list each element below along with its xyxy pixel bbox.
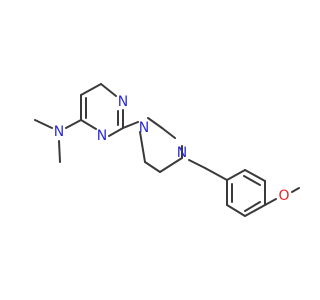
bond [108, 127, 124, 137]
bond [244, 204, 266, 217]
atom-n-pyrimidine-bottom: N [97, 128, 107, 144]
bond [58, 140, 61, 163]
molecule-structure: N N N N N O [34, 83, 300, 217]
bond [243, 175, 261, 186]
bond [264, 198, 277, 206]
bond [161, 127, 176, 139]
bond [122, 121, 139, 129]
bond [147, 117, 163, 129]
bond [159, 157, 183, 173]
bond [139, 131, 146, 163]
bond [291, 187, 300, 193]
bond [244, 201, 261, 212]
bond [204, 167, 228, 181]
bond [188, 159, 206, 169]
bond [34, 119, 53, 129]
bond [65, 119, 82, 129]
bond [226, 204, 246, 217]
atom-n-dimethylamino: N [54, 124, 64, 140]
atom-labels: N N N N N O [54, 94, 290, 204]
atom-n-piperazine-4: N [177, 145, 187, 161]
bond [80, 119, 97, 130]
bonds [34, 83, 300, 217]
bond [226, 169, 246, 181]
bond [80, 83, 102, 96]
bond [144, 161, 161, 173]
bond [100, 83, 117, 97]
bond [244, 169, 266, 182]
atom-n-piperazine-1: N [139, 120, 149, 136]
atom-n-pyrimidine-top: N [118, 94, 128, 110]
atom-o-methoxy: O [278, 188, 289, 204]
